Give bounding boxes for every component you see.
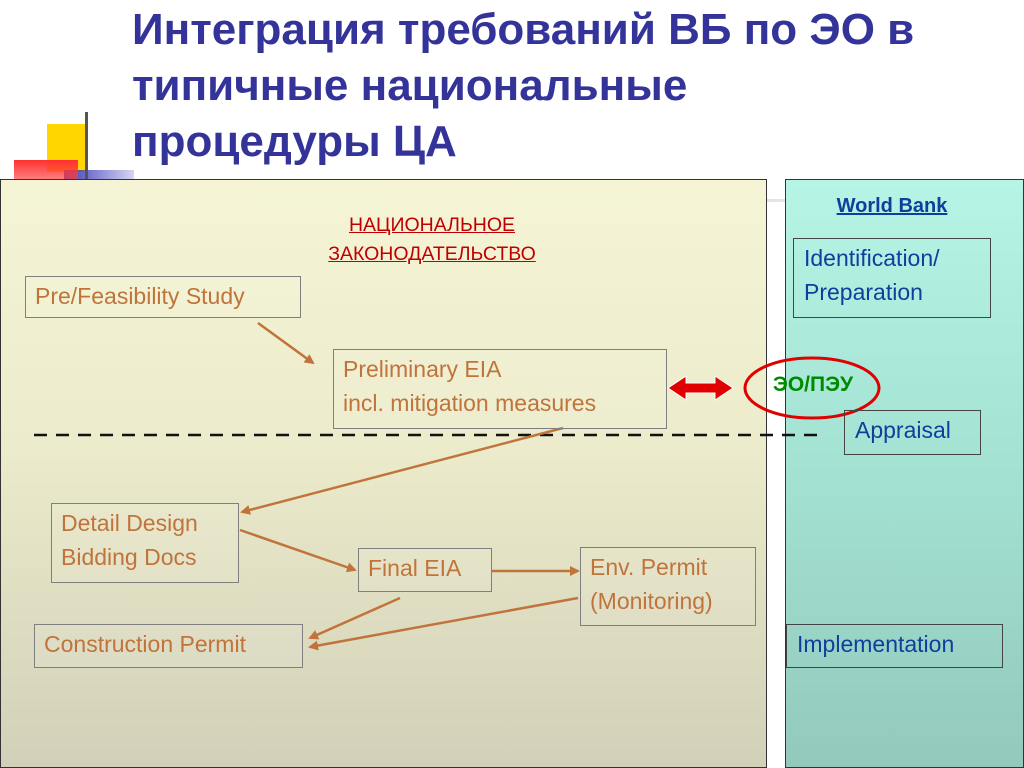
wb-identification-label-2: Preparation [804,279,923,305]
step-detail-design: Detail Design Bidding Docs [51,503,239,583]
slide-title: Интеграция требований ВБ по ЭО в типичны… [132,2,1012,170]
arrow-final-to-construction [308,596,401,640]
national-procedures-panel [0,179,767,768]
step-construction-label: Construction Permit [44,631,246,657]
arrow-detail-to-final [239,528,357,573]
national-legislation-line-1: НАЦИОНАЛЬНОЕ [348,214,516,236]
wb-appraisal-label: Appraisal [855,417,951,443]
wb-implementation: Implementation [786,624,1003,668]
step-env-permit: Env. Permit (Monitoring) [580,547,756,626]
step-prefeasibility-study: Pre/Feasibility Study [25,276,301,318]
step-preliminary-label-1: Preliminary EIA [343,356,502,382]
slide-title-line-1: Интеграция требований ВБ по ЭО в [132,5,915,54]
step-preliminary-eia: Preliminary EIA incl. mitigation measure… [333,349,667,429]
step-env-permit-label-1: Env. Permit [590,554,708,580]
step-detail-label-2: Bidding Docs [61,544,197,570]
wb-identification-preparation: Identification/ Preparation [793,238,991,318]
eo-peu-label: ЭО/ПЭУ [772,373,854,396]
world-bank-panel [785,179,1024,768]
arrow-permit-to-construction [308,596,579,651]
step-prefeasibility-label: Pre/Feasibility Study [35,283,245,309]
wb-appraisal: Appraisal [844,410,981,455]
step-preliminary-label-2: incl. mitigation measures [343,390,597,416]
wb-implementation-label: Implementation [797,631,955,657]
step-final-eia: Final EIA [358,548,492,592]
national-legislation-line-2: ЗАКОНОДАТЕЛЬСТВО [328,243,536,265]
national-legislation-heading: НАЦИОНАЛЬНОЕ ЗАКОНОДАТЕЛЬСТВО [282,211,582,269]
decor-vertical-line [85,112,88,228]
step-construction-permit: Construction Permit [34,624,303,668]
world-bank-heading: World Bank [836,195,948,217]
step-env-permit-label-2: (Monitoring) [590,588,713,614]
double-arrow-eia-link [667,375,734,401]
arrow-preliminary-to-detail [240,426,564,515]
step-final-eia-label: Final EIA [368,555,462,581]
slide-title-line-2: типичные национальные [132,61,688,110]
slide-title-line-3: процедуры ЦА [132,117,457,166]
wb-identification-label-1: Identification/ [804,245,940,271]
eo-highlight-ellipse [743,356,881,420]
arrow-prefeasibility-to-preliminary [257,321,315,365]
step-detail-label-1: Detail Design [61,510,198,536]
